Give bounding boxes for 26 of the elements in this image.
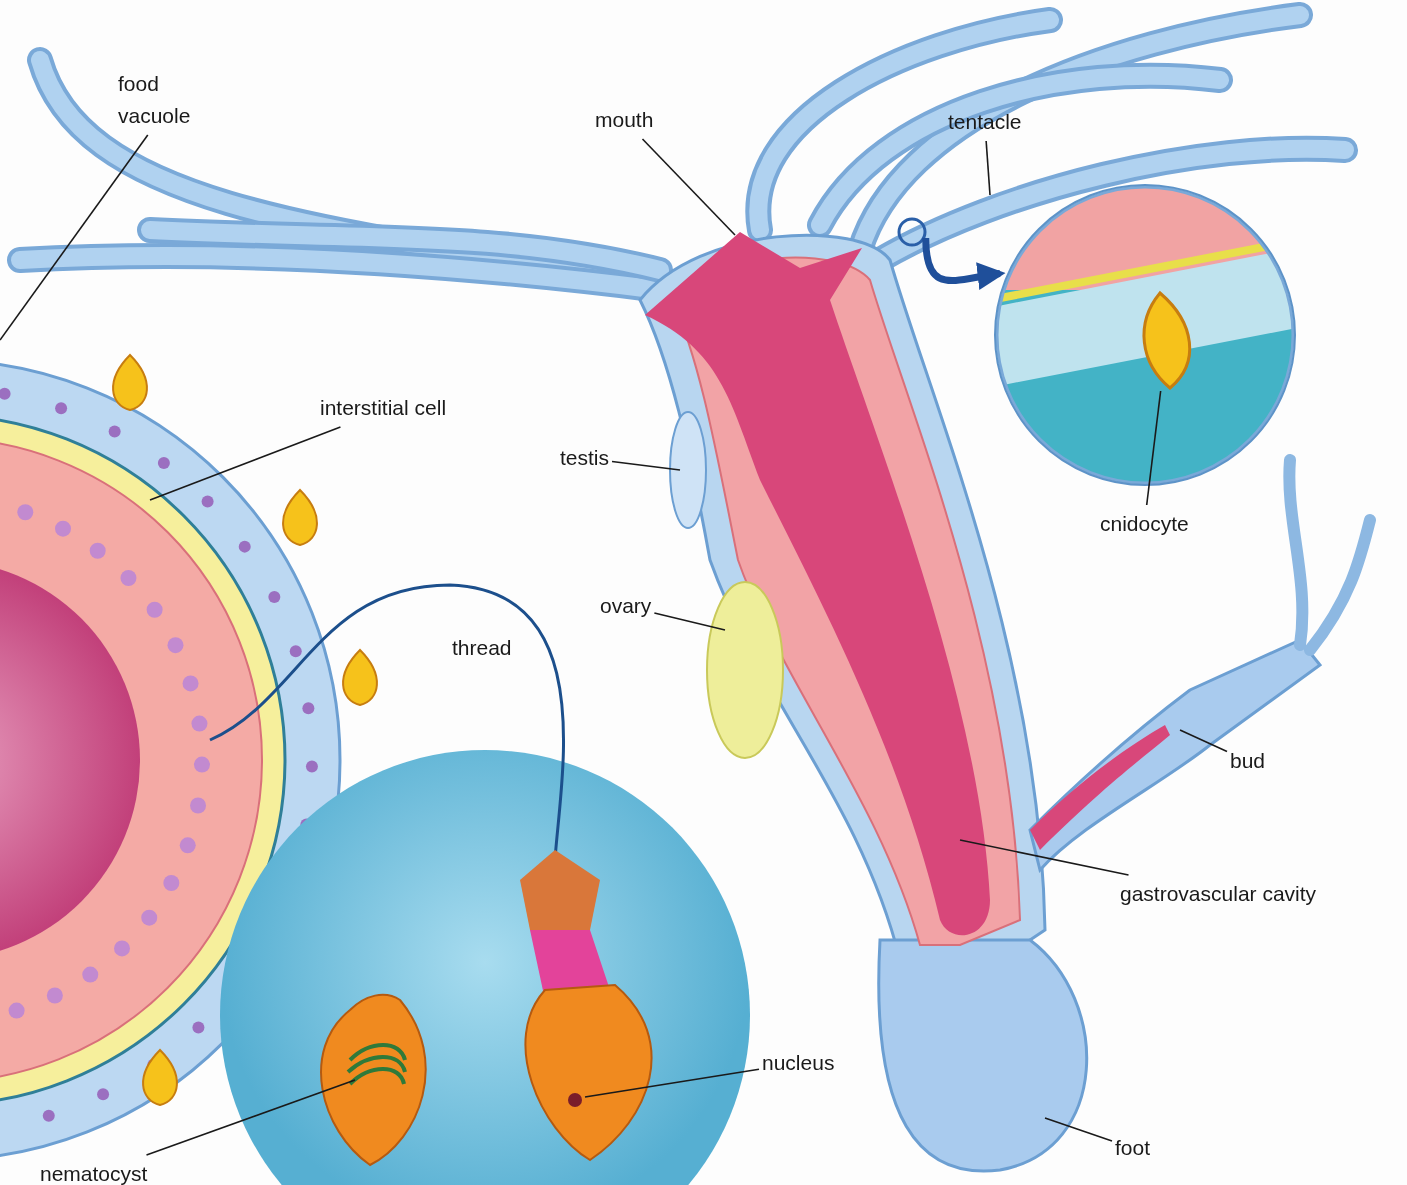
leader-line (145, 1079, 356, 1156)
leader-line (653, 612, 726, 631)
part-label: testis (560, 442, 609, 474)
leader-line (641, 138, 736, 236)
part-label: thread (452, 635, 512, 661)
magnified-inset (994, 184, 1296, 486)
part-label: food vacuole (118, 68, 228, 132)
curved-arrow (922, 237, 1006, 291)
marker-circle (897, 217, 927, 247)
leader-line (0, 134, 149, 341)
part-label: tentacle (948, 106, 1022, 138)
part-label: ovary (600, 590, 652, 622)
part-label: mouth (595, 104, 654, 136)
part-label: foot (1115, 1132, 1151, 1164)
part-label: cnidocyte (1100, 508, 1189, 540)
leader-line (985, 140, 991, 196)
leader-line (959, 839, 1130, 876)
part-label: interstitial cell (320, 392, 460, 424)
part-label: nucleus (762, 1047, 835, 1079)
part-label: bud (1230, 745, 1266, 777)
cnidocyte-drawing (1142, 291, 1192, 390)
part-label: gastrovascular cavity (1120, 878, 1320, 910)
leader-line (611, 460, 681, 471)
leader-line (1044, 1117, 1113, 1142)
part-label: nematocyst (40, 1158, 148, 1185)
leader-line (149, 426, 342, 501)
